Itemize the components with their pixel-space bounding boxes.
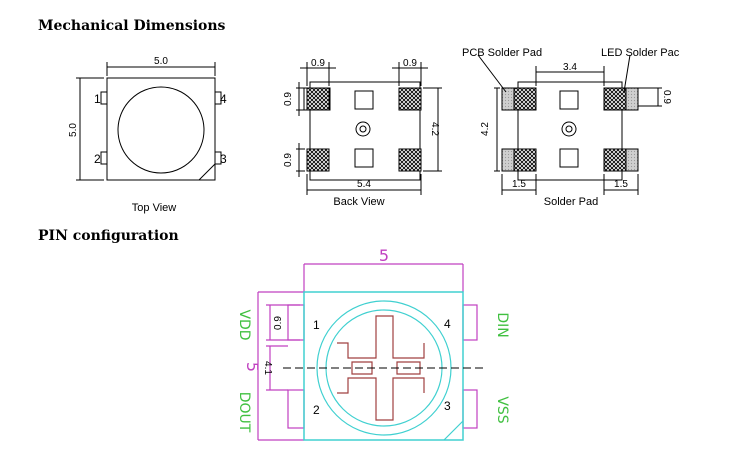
pin-config-traces [337,315,425,421]
led-solder-pad-top-right [603,87,627,111]
back-view-pad-top-left-label: 0.9 [311,58,325,69]
pin-configuration-diagram [257,263,484,441]
solder-pad-center-top [559,90,579,110]
top-view-width-label: 5.0 [154,56,168,67]
top-view-body [106,77,216,181]
signal-vss-label: VSS [494,396,510,423]
pin-config-width-label: 5 [379,246,389,265]
solder-pad-height-label: 4.2 [480,122,491,136]
top-view-lens [117,86,205,174]
led-solder-pad-label: LED Solder Pac [601,47,680,59]
back-view-caption: Back View [333,196,384,208]
solder-pad-right-width-label: 1.5 [614,179,628,190]
pin-config-dim-09: 0.9 [273,316,284,330]
solder-pad-center-ring [561,121,577,137]
top-view-height-label: 5.0 [68,123,79,137]
led-solder-pad-bottom-left [513,148,537,172]
solder-pad-view [477,54,662,195]
led-solder-pad-top-left [513,87,537,111]
back-view-pad-top-right [398,87,422,111]
back-view-body [309,81,421,181]
top-view-pad-1 [100,91,108,105]
top-view [76,62,222,181]
top-view-pad-2 [100,151,108,165]
back-view-width-label: 5.4 [357,179,371,190]
pin-config-pin-3: 3 [444,399,451,413]
back-view-height-label: 4.2 [429,122,440,136]
pin-config-body [303,291,464,441]
back-view-center-pad-bottom [354,148,374,168]
back-view-pad-side-upper-label: 0.9 [283,92,294,106]
back-view-pad-top-right-label: 0.9 [403,58,417,69]
top-view-pin-1: 1 [94,92,101,106]
top-view-pin-2: 2 [94,152,101,166]
pcb-pad-leader [477,54,507,93]
pin-config-pin-2: 2 [313,403,320,417]
back-view-pad-bottom-right [398,148,422,172]
pin-config-outline [257,263,478,441]
pcb-solder-pad-bottom-right [625,148,639,172]
back-view-center-pad-top [354,90,374,110]
top-view-corner-mark [198,163,216,181]
top-view-caption: Top View [132,202,176,214]
led-pad-leader [623,54,631,93]
pcb-solder-pad-label: PCB Solder Pad [462,47,542,59]
pin-config-pin-4: 4 [444,317,451,331]
solder-pad-span-label: 3.4 [563,62,577,73]
signal-vdd-label: VDD [236,309,252,340]
top-view-pin-4: 4 [220,92,227,106]
top-view-pad-3 [214,151,222,165]
solder-pad-left-width-label: 1.5 [512,179,526,190]
pin-config-pin-1: 1 [313,318,320,332]
top-view-pad-4 [214,91,222,105]
pin-config-height-label: 5 [243,362,262,372]
pin-configuration-title: PIN configuration [38,228,179,244]
pcb-solder-pad-top-right [625,87,639,111]
back-view-pad-top-left [306,87,330,111]
solder-pad-center-bottom [559,148,579,168]
solder-pad-caption: Solder Pad [544,196,598,208]
signal-dout-label: DOUT [236,392,252,433]
pcb-solder-pad-top-left [501,87,515,111]
top-view-pin-3: 3 [220,152,227,166]
signal-din-label: DIN [494,312,510,337]
back-view-pad-bottom-left [306,148,330,172]
led-solder-pad-bottom-right [603,148,627,172]
back-view-center-ring [355,121,371,137]
mechanical-dimensions-title: Mechanical Dimensions [38,18,226,34]
back-view-pad-side-lower-label: 0.9 [283,153,294,167]
pcb-solder-pad-bottom-left [501,148,515,172]
solder-pad-side-label: 0.9 [661,90,672,104]
back-view [296,62,442,195]
pin-config-dim-41: 4.1 [262,361,273,375]
solder-pad-body [517,81,623,181]
